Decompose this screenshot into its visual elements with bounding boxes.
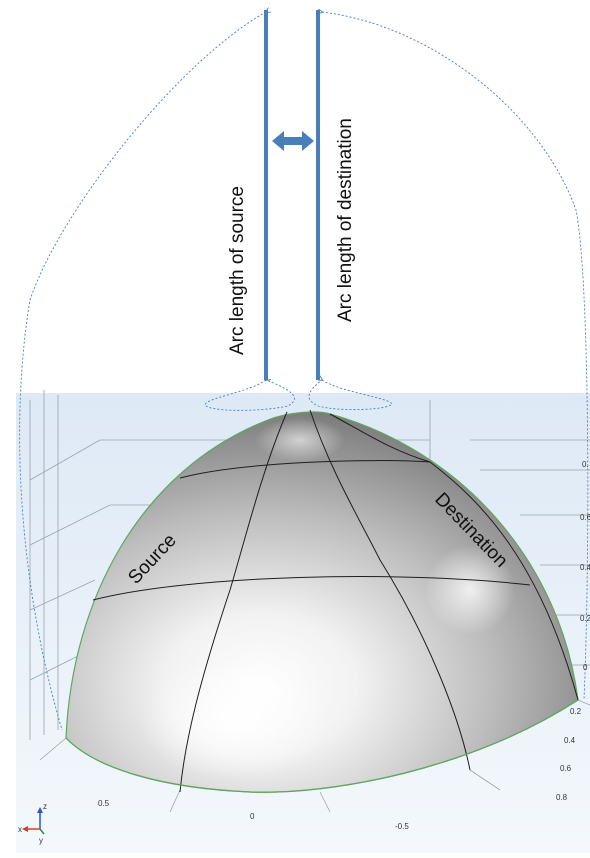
dome <box>65 409 579 793</box>
axis-tick: 0.8 <box>556 793 568 802</box>
arc-source-label: Arc length of source <box>227 186 248 355</box>
triad-y-axis <box>39 828 45 835</box>
triad-z-arrow-icon <box>37 807 43 813</box>
triad-z-label: z <box>43 802 47 811</box>
dome-highlight <box>425 545 515 635</box>
dome-highlight <box>140 660 330 780</box>
dome-edges <box>92 409 579 793</box>
left-guide-curve <box>19 12 266 731</box>
arc-destination-label: Arc length of destination <box>335 118 356 322</box>
axis-tick: 0 <box>583 663 588 672</box>
triad-x-arrow-icon <box>22 826 28 832</box>
axis-tick: 0.2 <box>580 614 590 623</box>
dome-base-edge <box>65 699 579 793</box>
axis-tick: 0. <box>582 460 589 469</box>
bottom-axis-ticks: 0.5 0 -0.5 <box>98 799 409 831</box>
axis-tick: 0.2 <box>570 707 582 716</box>
axis-tick: 0.4 <box>564 736 576 745</box>
right-connector-loop <box>308 380 393 411</box>
axis-tick: 0 <box>250 812 255 821</box>
axis-tick: 0.6 <box>580 513 590 522</box>
right-axis-ticks: 0. 0.6 0.4 0.2 0 0.2 0.4 0.6 0.8 <box>556 460 590 802</box>
axis-tick: 0.5 <box>98 799 110 808</box>
triad-x-label: x <box>18 825 22 834</box>
axis-tick: 0.4 <box>580 563 590 572</box>
double-arrow-icon <box>272 131 314 151</box>
axis-triad: z x y <box>18 802 47 845</box>
dome-highlight <box>255 418 345 462</box>
axis-tick: -0.5 <box>395 822 409 831</box>
triad-y-label: y <box>39 836 43 845</box>
axis-tick: 0.6 <box>560 764 572 773</box>
guide-curves <box>19 12 589 731</box>
grid-lines <box>29 390 590 813</box>
